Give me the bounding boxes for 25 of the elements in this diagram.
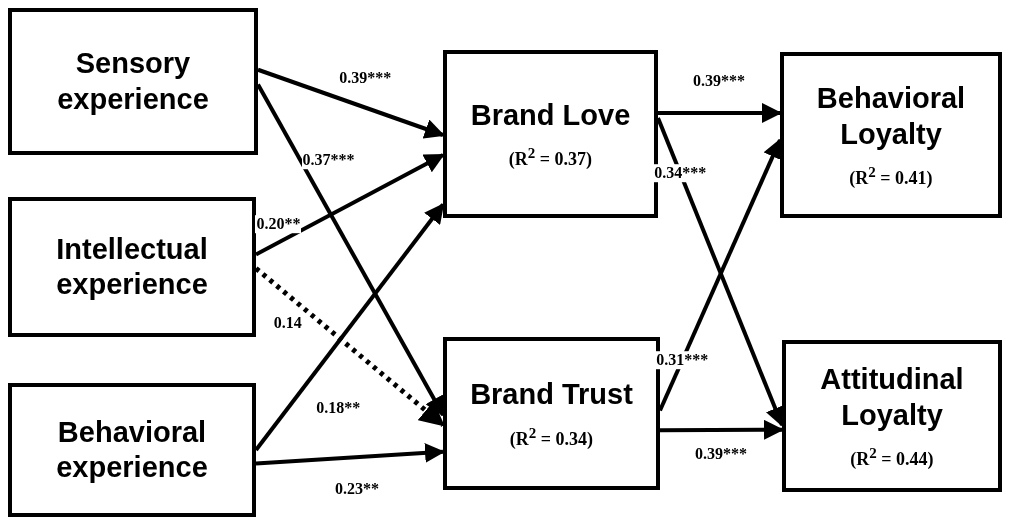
construct-name: Brand Trust bbox=[470, 377, 633, 413]
construct-name: Sensory experience bbox=[56, 46, 210, 117]
construct-box bbox=[780, 52, 1002, 218]
construct-box bbox=[782, 340, 1002, 492]
construct-name: Behavioral Loyalty bbox=[815, 81, 967, 152]
r-squared-value: (R$^{2}$ = 0.34) bbox=[509, 424, 594, 450]
path-coefficient: 0.20** bbox=[255, 215, 302, 234]
arrow bbox=[660, 419, 784, 440]
path-coefficient: 0.31*** bbox=[655, 351, 710, 370]
arrow bbox=[255, 442, 445, 466]
construct-name: Brand Love bbox=[470, 97, 631, 133]
construct-box bbox=[8, 8, 258, 155]
construct-box bbox=[8, 197, 256, 337]
construct-name: Attitudinal Loyalty bbox=[819, 362, 965, 433]
arrow bbox=[658, 102, 782, 123]
path-coefficient: 0.34*** bbox=[653, 164, 708, 183]
arrow bbox=[255, 153, 445, 257]
construct-name: Behavioral experience bbox=[55, 414, 209, 485]
arrow bbox=[257, 67, 445, 139]
path-coefficient: 0.37*** bbox=[301, 151, 356, 170]
r-squared-value: (R$^{2}$ = 0.44) bbox=[850, 444, 934, 470]
construct-box bbox=[8, 383, 256, 517]
construct-name: Intellectual experience bbox=[55, 231, 209, 302]
r-squared-value: (R$^{2}$ = 0.41) bbox=[849, 163, 933, 189]
r-squared-value: (R$^{2}$ = 0.37) bbox=[508, 145, 593, 171]
